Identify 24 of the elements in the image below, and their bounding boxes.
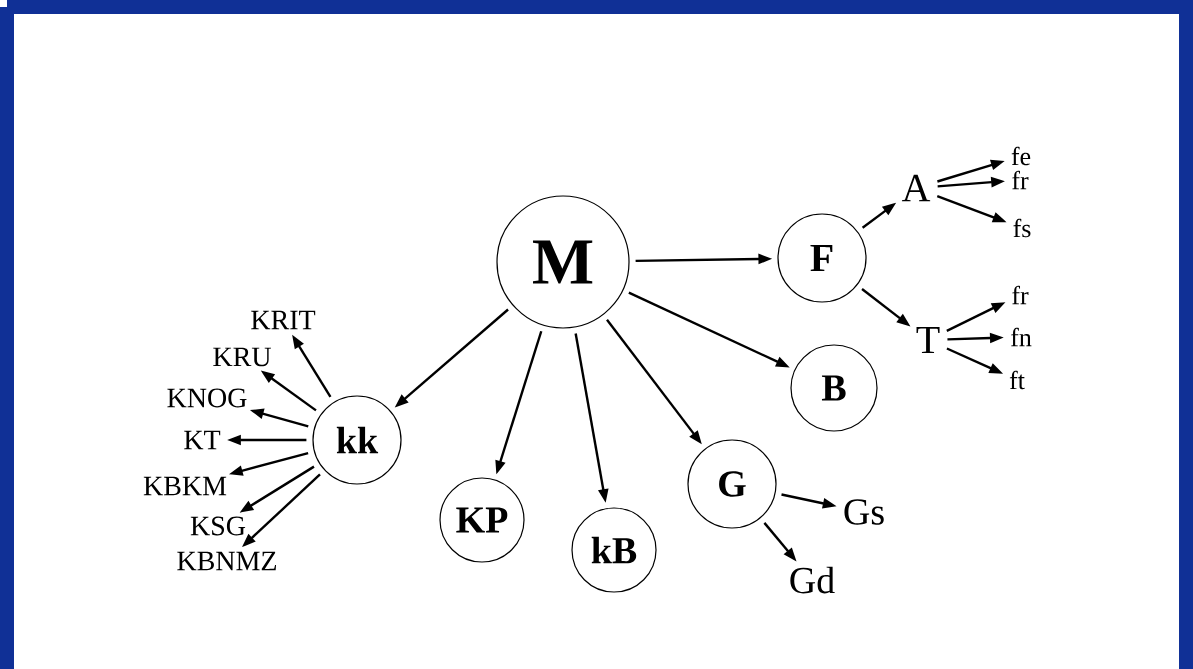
circle-node: F [777, 213, 867, 303]
circle-node: G [687, 439, 777, 529]
node-label: ft [1009, 370, 1025, 390]
node-label: KNOG [167, 388, 247, 408]
node-label: T [916, 326, 940, 354]
node-label: Gd [790, 566, 835, 594]
node-label: fr [1012, 285, 1029, 305]
node-label: fe [1011, 146, 1031, 166]
node-label: KRU [213, 347, 271, 367]
node-label: fs [1013, 218, 1031, 238]
node-label: KT [184, 430, 221, 450]
node-label: fn [1011, 327, 1032, 347]
node-label: A [901, 174, 931, 202]
circle-node: kB [571, 507, 657, 593]
circle-node: M [496, 195, 630, 329]
node-label: fr [1012, 170, 1029, 190]
circle-node: kk [312, 395, 402, 485]
node-label: KSG [190, 516, 246, 536]
node-label: Gs [844, 499, 884, 525]
circle-node: KP [439, 477, 525, 563]
node-label: KBNMZ [177, 551, 276, 571]
node-label: KRIT [251, 310, 316, 330]
circle-node: B [790, 344, 878, 432]
node-label: KBKM [143, 476, 227, 496]
